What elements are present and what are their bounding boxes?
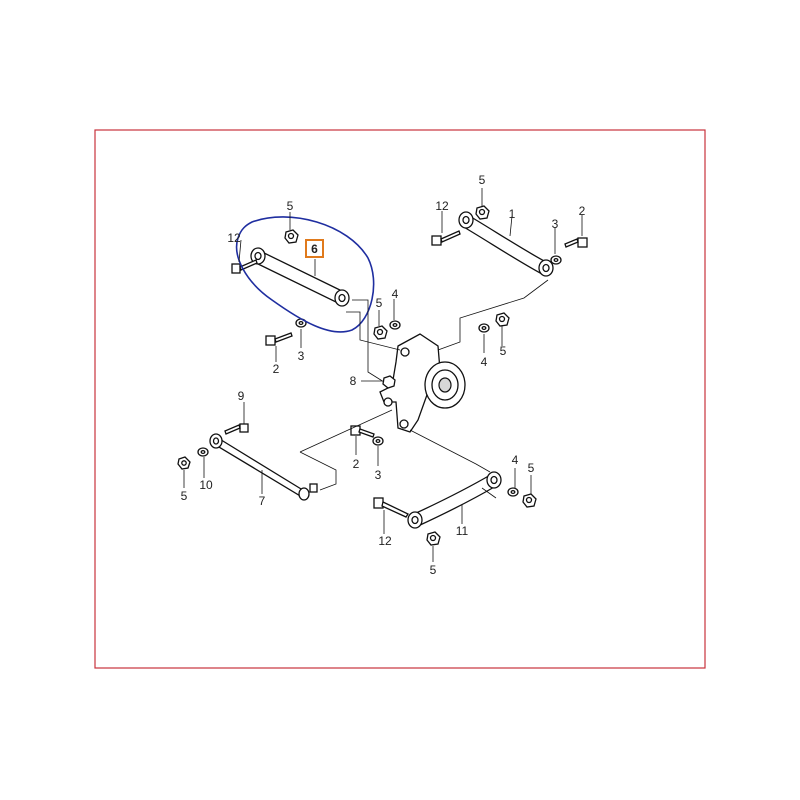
selected-part-6-box xyxy=(305,239,324,258)
nut-5-lower-bottom[interactable] xyxy=(426,531,441,546)
label-5-lower-bottom: 5 xyxy=(430,563,437,577)
bolt-9[interactable] xyxy=(224,423,249,435)
label-5-knuckle-left: 5 xyxy=(376,296,383,310)
label-5-upper-left: 5 xyxy=(287,199,294,213)
nut-5-lower-right[interactable] xyxy=(522,493,537,508)
label-12-upper-right: 12 xyxy=(435,199,449,213)
nut-5-upper-left[interactable] xyxy=(284,229,299,244)
label-2-upper-right: 2 xyxy=(579,204,586,218)
bolt-12-upper-right[interactable] xyxy=(431,230,461,246)
bolt-2-lower-center[interactable] xyxy=(350,425,375,438)
label-6: 6 xyxy=(311,242,318,256)
label-4-lower-right: 4 xyxy=(512,453,519,467)
label-10: 10 xyxy=(199,478,213,492)
callout-labels: 5 12 3 2 5 12 1 3 2 5 4 4 5 8 9 2 3 5 10… xyxy=(181,173,586,577)
part-1-control-arm[interactable] xyxy=(458,211,554,277)
label-4-knuckle-right: 4 xyxy=(481,355,488,369)
label-4-knuckle-left: 4 xyxy=(392,287,399,301)
nut-5-knuckle-right[interactable] xyxy=(495,312,510,327)
label-7: 7 xyxy=(259,494,266,508)
bolt-2-upper-left[interactable] xyxy=(265,332,293,346)
part-7-trailing-link[interactable] xyxy=(209,433,318,501)
label-5-lower-right: 5 xyxy=(528,461,535,475)
knuckle-hub-assembly[interactable] xyxy=(379,333,466,433)
highlight-circle-part-6 xyxy=(235,216,375,333)
bolt-12-lower[interactable] xyxy=(373,497,409,518)
nut-5-lower-left[interactable] xyxy=(177,456,191,470)
label-5-knuckle-right: 5 xyxy=(500,344,507,358)
label-11: 11 xyxy=(456,524,469,538)
diagram-frame xyxy=(94,129,706,669)
part-11-lower-link[interactable] xyxy=(407,471,502,529)
label-2-lower-center: 2 xyxy=(353,457,360,471)
washer-10[interactable] xyxy=(197,447,209,457)
nut-8-knuckle[interactable] xyxy=(382,375,396,389)
nut-5-knuckle-left[interactable] xyxy=(373,325,388,340)
washer-4-knuckle-right[interactable] xyxy=(478,323,490,333)
label-5-lower-left: 5 xyxy=(181,489,188,503)
bolt-12-upper-left[interactable] xyxy=(231,259,258,274)
label-3-upper-right: 3 xyxy=(552,217,559,231)
washer-4-lower-right[interactable] xyxy=(507,487,519,497)
label-8: 8 xyxy=(350,374,357,388)
label-5-upper-right: 5 xyxy=(479,173,486,187)
label-2-upper-left: 2 xyxy=(273,362,280,376)
leader-lines xyxy=(183,188,583,562)
bolt-2-upper-right[interactable] xyxy=(564,237,588,248)
label-1: 1 xyxy=(509,207,516,221)
label-9: 9 xyxy=(238,389,245,403)
label-3-lower-center: 3 xyxy=(375,468,382,482)
washer-4-knuckle-left[interactable] xyxy=(389,320,401,330)
label-3-upper-left: 3 xyxy=(298,349,305,363)
nut-5-upper-right[interactable] xyxy=(475,205,490,220)
label-12-upper-left: 12 xyxy=(227,231,241,245)
label-12-lower: 12 xyxy=(378,534,392,548)
part-6-lateral-arm[interactable] xyxy=(250,247,350,307)
washer-3-upper-right[interactable] xyxy=(550,255,562,265)
washer-3-lower-center[interactable] xyxy=(372,436,384,446)
